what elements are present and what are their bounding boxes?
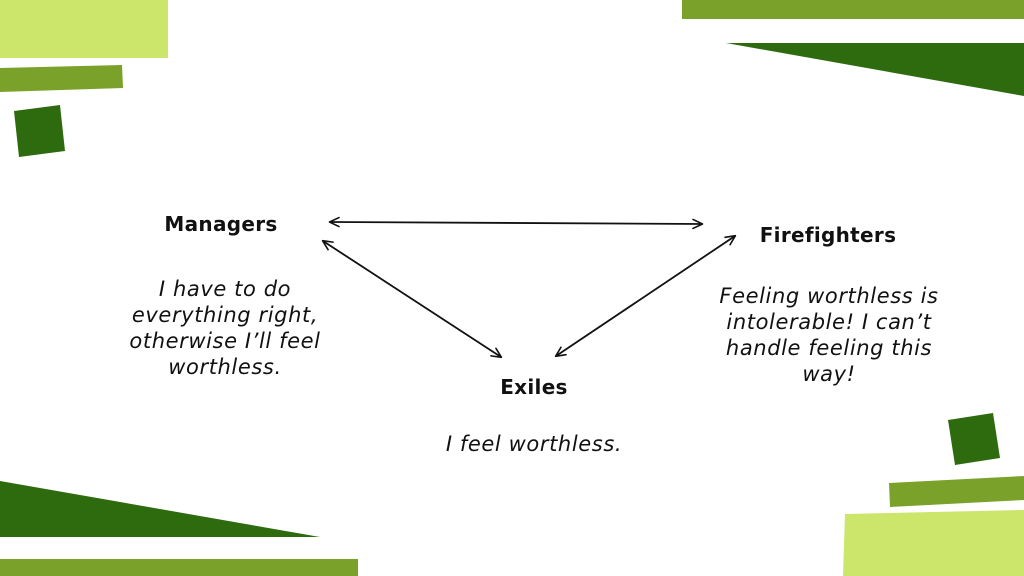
deco-mid-green-bar (0, 65, 123, 92)
arrow-managers-exiles (321, 239, 503, 359)
deco-light-green-block (843, 510, 1024, 576)
exiles-quote: I feel worthless. (445, 432, 623, 456)
deco-mid-green-bar (0, 559, 358, 576)
firefighters-title: Firefighters (759, 223, 897, 247)
deco-dark-green-wedge (0, 481, 320, 537)
deco-dark-green-square (948, 413, 1000, 465)
exiles-title: Exiles (500, 375, 568, 399)
firefighters-quote: Feeling worthless is intolerable! I can’… (719, 284, 939, 386)
managers-quote: I have to do everything right, otherwise… (129, 277, 321, 379)
managers-title: Managers (164, 212, 278, 236)
deco-light-green-block (0, 0, 168, 58)
deco-mid-green-bar (682, 0, 1024, 19)
deco-dark-green-square (14, 105, 65, 157)
arrow-managers-firefighters (328, 216, 704, 230)
arrow-firefighters-exiles (554, 234, 737, 358)
deco-dark-green-wedge (726, 43, 1024, 96)
deco-mid-green-bar (889, 476, 1024, 507)
